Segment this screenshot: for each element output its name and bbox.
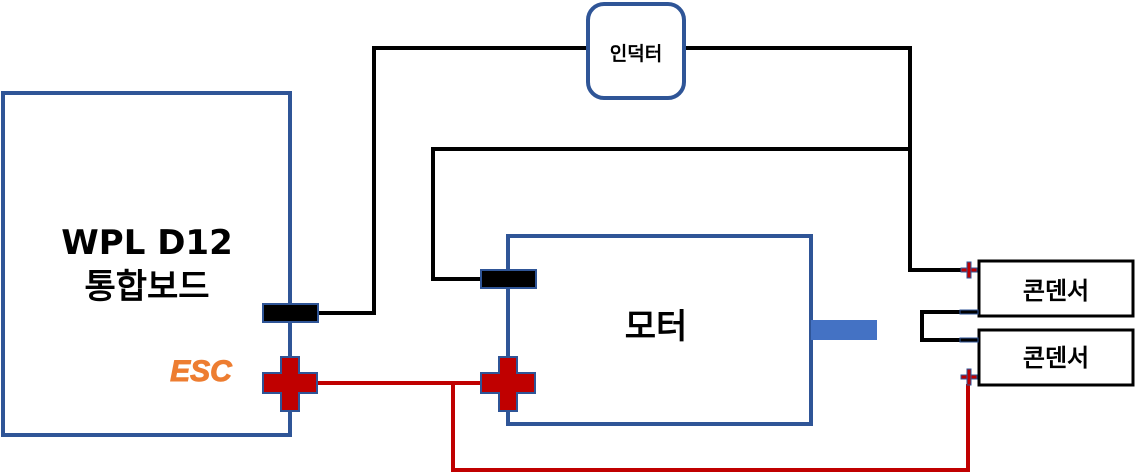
- wire-inductor-to-capacitor: [684, 46, 962, 272]
- capacitor-bottom-box: [977, 328, 1135, 387]
- capacitor-bottom-negative-terminal: [959, 337, 979, 343]
- inductor-box: [586, 2, 686, 100]
- motor-negative-terminal: [480, 269, 537, 289]
- capacitor-top-box: [977, 259, 1135, 318]
- board-box: [1, 91, 292, 437]
- black-wires: [318, 46, 962, 342]
- wire-board-to-inductor: [318, 46, 588, 315]
- red-wires: [318, 381, 970, 472]
- wire-positive-to-capacitor: [451, 383, 970, 472]
- wire-motor-negative: [431, 147, 910, 281]
- motor-shaft: [811, 320, 877, 340]
- motor-positive-terminal: [480, 356, 536, 412]
- capacitor-bottom-positive-terminal: [960, 368, 978, 386]
- capacitor-top-label: 콘덴서: [1023, 277, 1089, 305]
- wire-capacitor-link: [920, 310, 962, 342]
- capacitor-top-negative-terminal: [959, 309, 979, 315]
- board-negative-terminal: [262, 303, 319, 323]
- inductor-label: 인덕터: [610, 43, 662, 65]
- motor-label: 모터: [625, 307, 688, 347]
- board-title-line2: 통합보드: [84, 267, 209, 307]
- board-positive-terminal: [262, 356, 318, 412]
- esc-label: ESC: [170, 355, 233, 388]
- capacitor-bottom-label: 콘덴서: [1023, 344, 1089, 372]
- board-title-line1: WPL D12: [61, 223, 232, 263]
- capacitor-top-positive-terminal: [960, 261, 978, 279]
